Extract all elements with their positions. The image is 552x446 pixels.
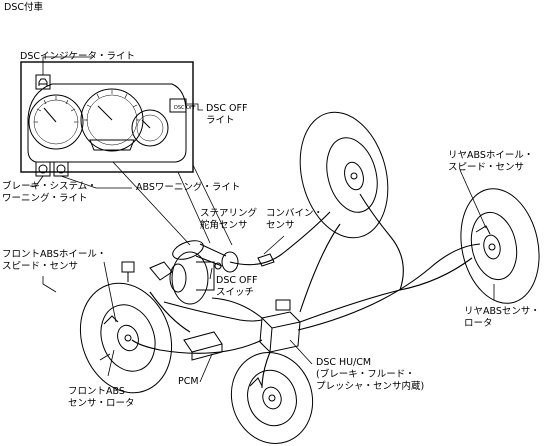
rear-abs-wheel-speed-sensor-label: リヤABSホイール・ スピード・センサ (448, 150, 534, 173)
rear-right-wheel (299, 111, 389, 239)
pcm-label: PCM (178, 376, 199, 387)
front-right-wheel (230, 352, 314, 444)
steering-angle-sensor-label: ステアリング 舵角センサ (200, 208, 258, 231)
pcm-unit (183, 331, 223, 361)
dsc-hu-cm-unit (259, 299, 301, 353)
rear-left-wheel (460, 188, 540, 304)
dsc-hu-cm-label: DSC HU/CM (ブレーキ・フルード・ プレッシャ・センサ内蔵) (316, 357, 425, 392)
dsc-off-switch-label: DSC OFF スイッチ (216, 275, 258, 298)
page-title: DSC付車 (4, 2, 43, 13)
combine-sensor-label: コンバイン・ センサ (266, 208, 324, 231)
instrument-cluster-inset (20, 61, 194, 177)
brake-system-warning-light-label: ブレーキ・システム・ ワーニング・ライト (2, 181, 97, 204)
brake-booster (121, 251, 215, 305)
combine-sensor (257, 235, 285, 267)
dsc-indicator-light-label: DSCインジケータ・ライト (20, 51, 135, 62)
steering-column (172, 240, 239, 273)
dsc-off-light-label: DSC OFF ライト (206, 103, 248, 126)
front-abs-wheel-speed-sensor-label: フロントABSホイール・ スピード・センサ (2, 249, 107, 272)
front-abs-sensor-rotor-label: フロントABS センサ・ロータ (68, 386, 135, 409)
dsc-off-icon-text: DSC OFF (174, 105, 196, 111)
abs-warning-light-label: ABSワーニング・ライト (136, 182, 241, 193)
front-left-wheel (79, 282, 173, 394)
rear-abs-sensor-rotor-label: リヤABSセンサ・ ロータ (464, 306, 540, 329)
